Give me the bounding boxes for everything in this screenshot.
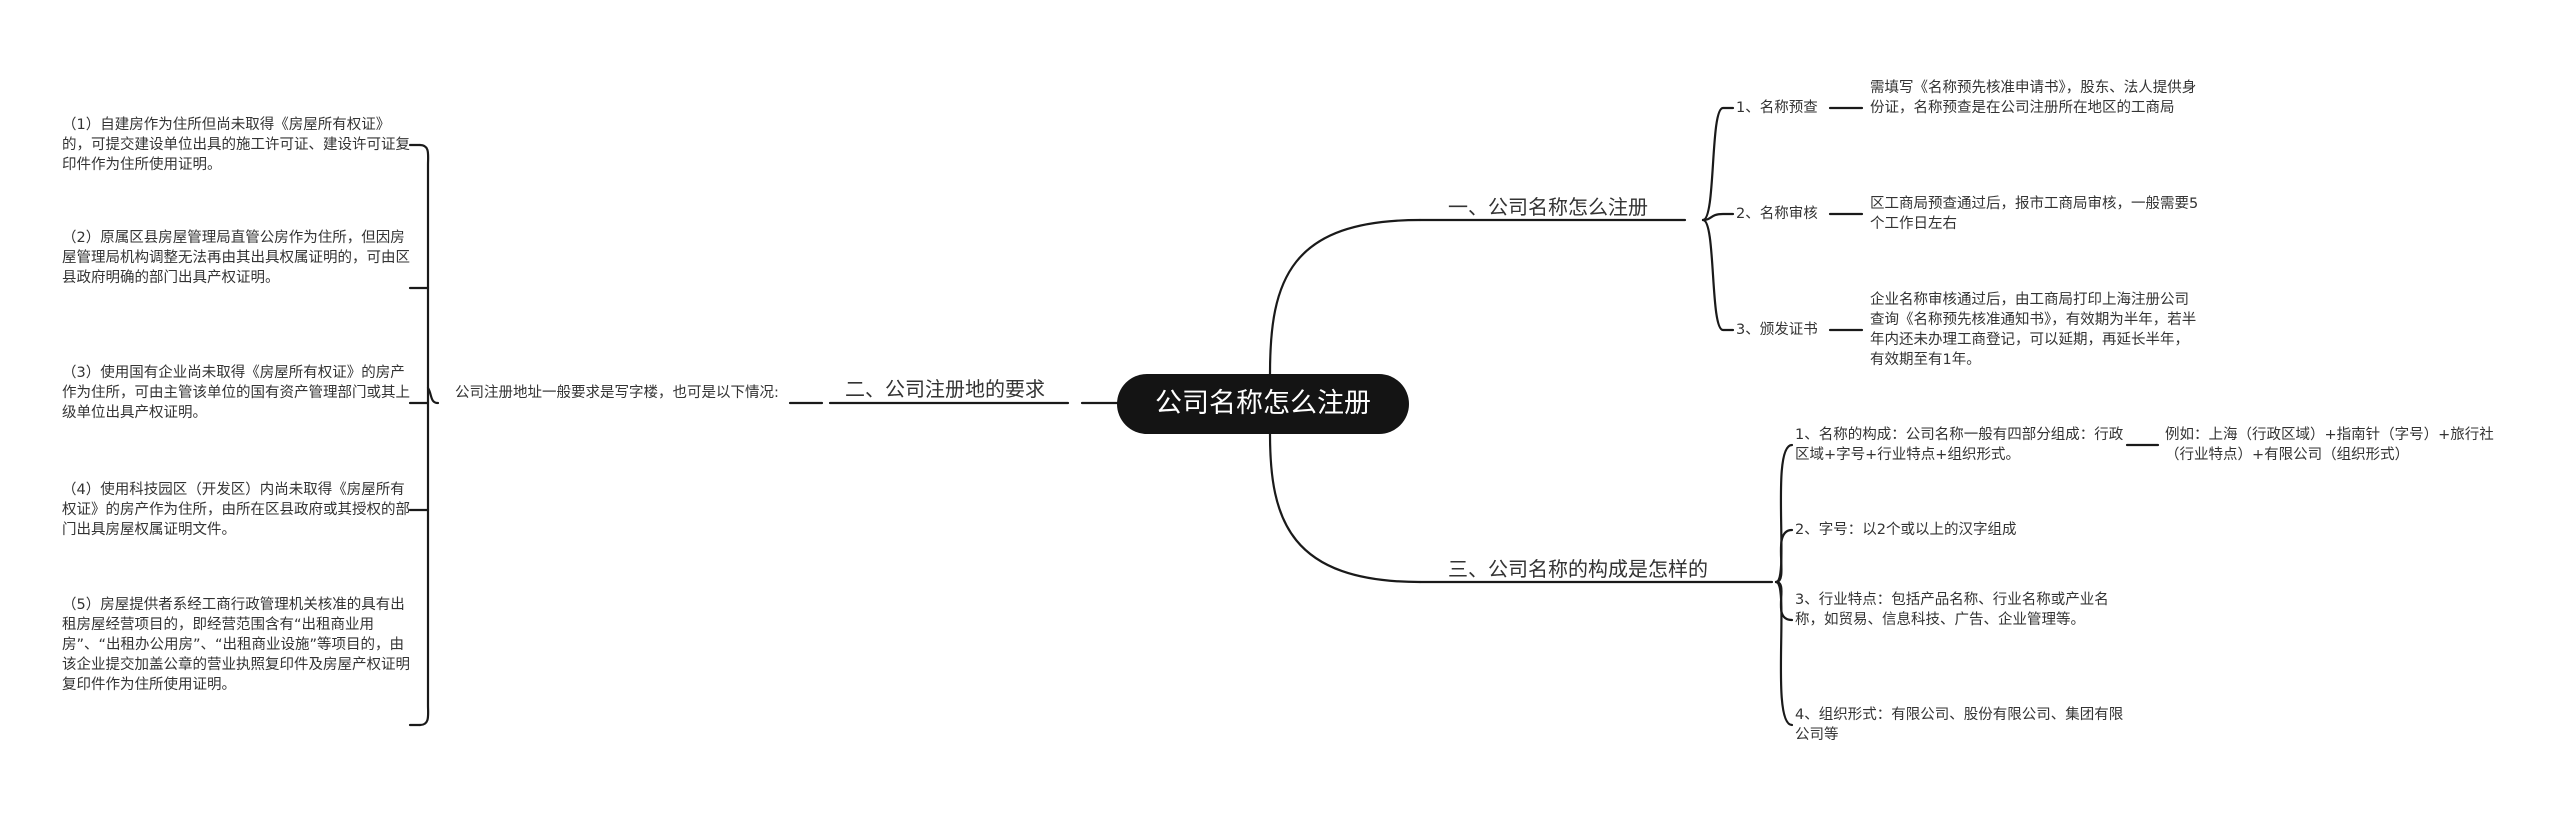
branch-name-structure[interactable]: 三、公司名称的构成是怎样的 <box>1448 557 1708 581</box>
detail-name-precheck: 需填写《名称预先核准申请书》，股东、法人提供身份证，名称预查是在公司注册所在地区… <box>1870 80 2197 116</box>
link-b1-c1 <box>1701 106 1735 222</box>
sub-name-review[interactable]: 2、名称审核 <box>1736 206 1818 222</box>
left-bracket <box>418 143 430 727</box>
address-item-3: （3）使用国有企业尚未取得《房屋所有权证》的房产作为住所，可由主管该单位的国有资… <box>62 365 410 421</box>
sub-certificate[interactable]: 3、颁发证书 <box>1736 322 1818 338</box>
branch-name-registration[interactable]: 一、公司名称怎么注册 <box>1448 195 1648 219</box>
detail-structure-example: 例如：上海（行政区域）+指南针（字号）+旅行社（行业特点）+有限公司（组织形式） <box>2165 427 2494 463</box>
link-root-branch3 <box>1268 432 1422 584</box>
link-root-branch1 <box>1268 218 1422 376</box>
link-intro-bracket <box>426 386 440 405</box>
link-b3-c2 <box>1774 528 1794 584</box>
sub-structure-industry[interactable]: 3、行业特点：包括产品名称、行业名称或产业名称，如贸易、信息科技、广告、企业管理… <box>1795 592 2109 628</box>
link-b1-c3 <box>1701 218 1735 332</box>
sub-name-precheck[interactable]: 1、名称预查 <box>1736 100 1818 116</box>
address-item-4: （4）使用科技园区（开发区）内尚未取得《房屋所有权证》的房产作为住所，由所在区县… <box>62 482 410 538</box>
branch-address-requirements[interactable]: 二、公司注册地的要求 <box>845 377 1045 401</box>
address-item-5: （5）房屋提供者系经工商行政管理机关核准的具有出租房屋经营项目的，即经营范围含有… <box>62 597 410 693</box>
address-intro: 公司注册地址一般要求是写字楼，也可是以下情况: <box>455 385 779 401</box>
link-b3-c1 <box>1774 443 1794 584</box>
detail-name-review: 区工商局预查通过后，报市工商局审核，一般需要5个工作日左右 <box>1870 196 2199 232</box>
address-item-1: （1）自建房作为住所但尚未取得《房屋所有权证》的，可提交建设单位出具的施工许可证… <box>62 117 410 173</box>
link-b3-c4 <box>1774 580 1794 727</box>
sub-structure-tradename[interactable]: 2、字号：以2个或以上的汉字组成 <box>1795 522 2017 538</box>
root-node[interactable]: 公司名称怎么注册 <box>1117 374 1409 434</box>
link-b1-c2 <box>1701 212 1735 222</box>
address-item-2: （2）原属区县房屋管理局直管公房作为住所，但因房屋管理局机构调整无法再由其出具权… <box>62 230 410 286</box>
sub-structure-organization[interactable]: 4、组织形式：有限公司、股份有限公司、集团有限公司等 <box>1795 707 2124 743</box>
link-b3-c3 <box>1774 580 1794 622</box>
sub-structure-composition[interactable]: 1、名称的构成：公司名称一般有四部分组成：行政区域+字号+行业特点+组织形式。 <box>1795 427 2124 463</box>
detail-certificate: 企业名称审核通过后，由工商局打印上海注册公司查询《名称预先核准通知书》，有效期为… <box>1870 292 2197 368</box>
